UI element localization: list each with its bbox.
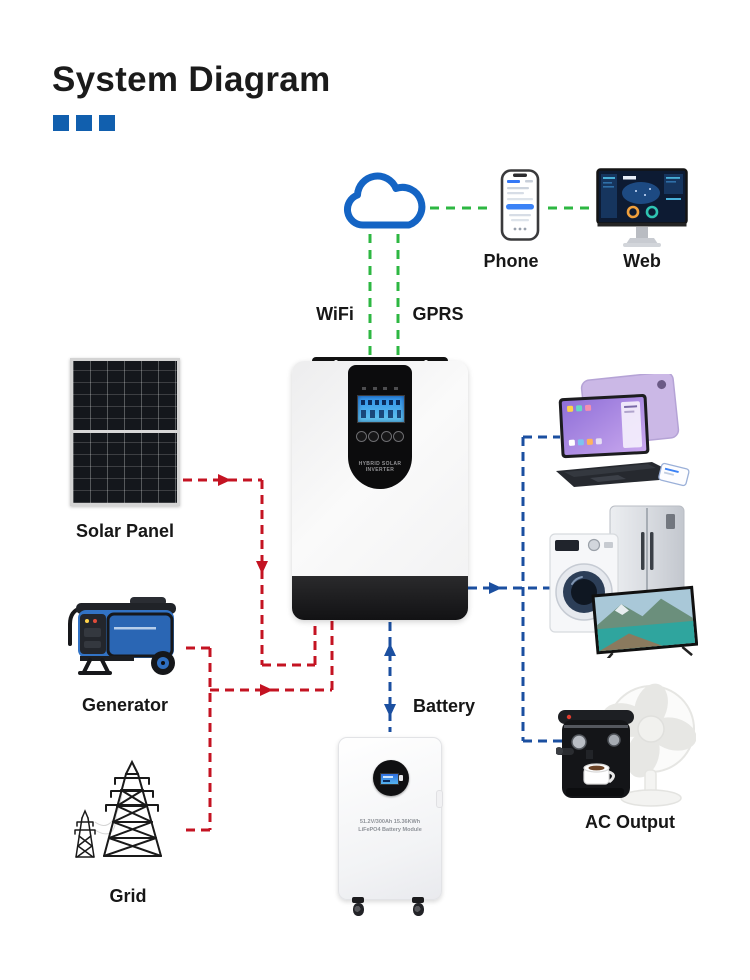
inverter-control-panel: HYBRID SOLAR INVERTER	[348, 365, 412, 489]
tablet-laptop-image	[556, 374, 690, 487]
caster-wheel	[350, 897, 366, 921]
grid-towers-image	[74, 759, 162, 858]
inverter-caption: HYBRID SOLAR INVERTER	[358, 461, 402, 473]
accent-square	[76, 115, 92, 131]
page-title: System Diagram	[52, 60, 331, 99]
green-wifi-gprs-lines	[368, 206, 596, 357]
phone-label: Phone	[483, 251, 539, 271]
accent-square	[53, 115, 69, 131]
solar-panel-label: Solar Panel	[75, 521, 175, 541]
gprs-label: GPRS	[412, 304, 464, 324]
title-accent-squares	[53, 115, 115, 131]
inverter-bottom-band	[292, 576, 468, 620]
battery-lcd	[380, 773, 399, 785]
battery-label: Battery	[413, 696, 476, 716]
caster-wheel	[410, 897, 426, 921]
ac-output-label: AC Output	[585, 812, 675, 832]
inverter-body: HYBRID SOLAR INVERTER	[292, 361, 468, 620]
battery-spec-line2: LiFePO4 Battery Module	[358, 827, 422, 833]
battery-image: 51.2V/300Ah 15.36KWh LiFePO4 Battery Mod…	[338, 737, 443, 923]
battery-status-glyph	[399, 775, 403, 781]
red-arrowheads	[218, 474, 273, 696]
inverter-image: HYBRID SOLAR INVERTER	[292, 352, 468, 620]
battery-display	[373, 760, 409, 796]
status-led-row	[362, 387, 398, 390]
wifi-label: WiFi	[316, 304, 354, 324]
blue-arrowheads	[384, 582, 502, 717]
phone-icon	[500, 169, 540, 241]
monitor-icon	[596, 168, 688, 247]
solar-panel-image	[70, 358, 180, 506]
appliances-image	[549, 505, 698, 658]
accent-square	[99, 115, 115, 131]
web-label: Web	[623, 251, 661, 271]
generator-label: Generator	[81, 695, 169, 715]
battery-spec-line1: 51.2V/300Ah 15.36KWh	[359, 819, 421, 825]
solar-panel-divider	[73, 430, 177, 433]
battery-spec-text: 51.2V/300Ah 15.36KWh LiFePO4 Battery Mod…	[339, 818, 441, 834]
generator-image	[68, 597, 176, 675]
cloud-icon	[343, 172, 426, 229]
grid-label: Grid	[109, 886, 147, 906]
inverter-buttons	[356, 431, 404, 442]
battery-side-tab	[436, 790, 443, 808]
battery-body: 51.2V/300Ah 15.36KWh LiFePO4 Battery Mod…	[338, 737, 443, 900]
fan-coffee-image	[556, 683, 696, 807]
inverter-lcd-display	[357, 395, 405, 423]
